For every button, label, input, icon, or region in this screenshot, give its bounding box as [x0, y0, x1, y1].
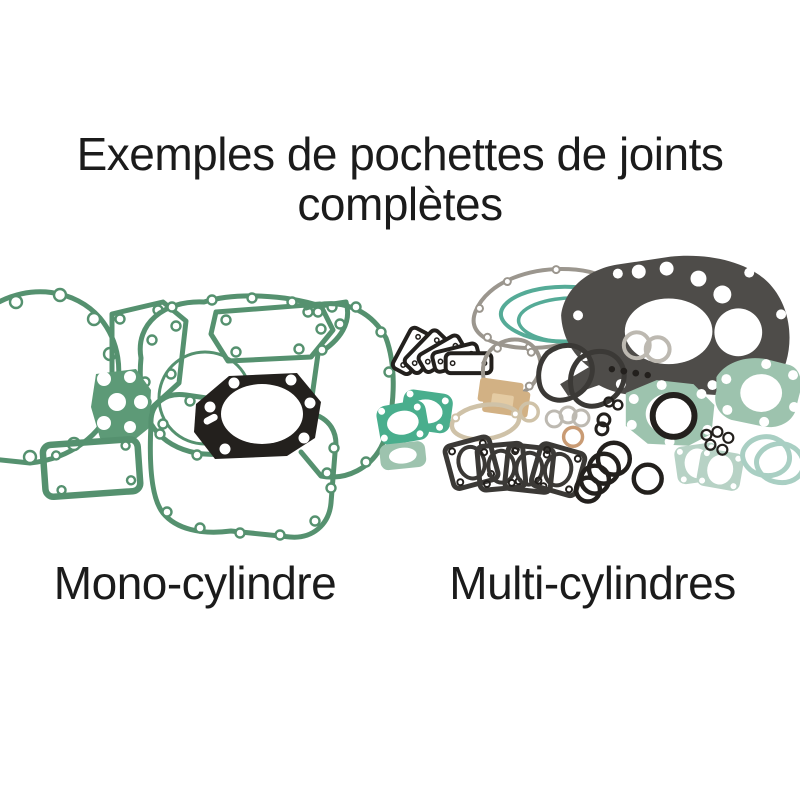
right-outline-gasket-pair-graphic — [740, 434, 800, 485]
mono-cylinder-kit-photo — [0, 262, 400, 552]
multi-cylinder-kit-graphic — [376, 255, 800, 504]
label-multi-cylindres: Multi-cylindres — [449, 557, 736, 609]
reed-spacer-gasket-graphic — [39, 436, 144, 500]
page-title-line2: complètes — [297, 177, 503, 230]
top-right-teal-gasket-graphic — [715, 358, 800, 428]
multi-cylinder-kit-photo — [372, 253, 800, 545]
small-orings-graphic — [594, 396, 624, 437]
rubber-plugs-graphic — [608, 365, 651, 379]
label-mono-cylindre: Mono-cylindre — [53, 557, 337, 609]
white-orings-graphic — [544, 405, 591, 449]
reed-gasket-fan-graphic — [390, 325, 494, 377]
green-cylinder-gaskets-graphic — [376, 389, 453, 471]
black-oring-chain-graphic — [573, 440, 664, 504]
mono-cylinder-kit-graphic — [0, 287, 396, 541]
tan-paper-gasket-graphic — [477, 377, 531, 418]
page-title-line1: Exemples de pochettes de joints — [76, 128, 724, 180]
teal-head-gasket-graphic — [625, 380, 715, 447]
tiny-oring-cluster-graphic — [700, 425, 735, 456]
center-teal-gasket-pair-graphic — [674, 442, 744, 491]
base-gasket-fan-graphic — [442, 434, 588, 499]
small-gasket-cluster-graphic — [91, 369, 151, 445]
head-gasket-graphic — [194, 373, 321, 459]
gray-oring-pair-graphic — [621, 330, 672, 364]
